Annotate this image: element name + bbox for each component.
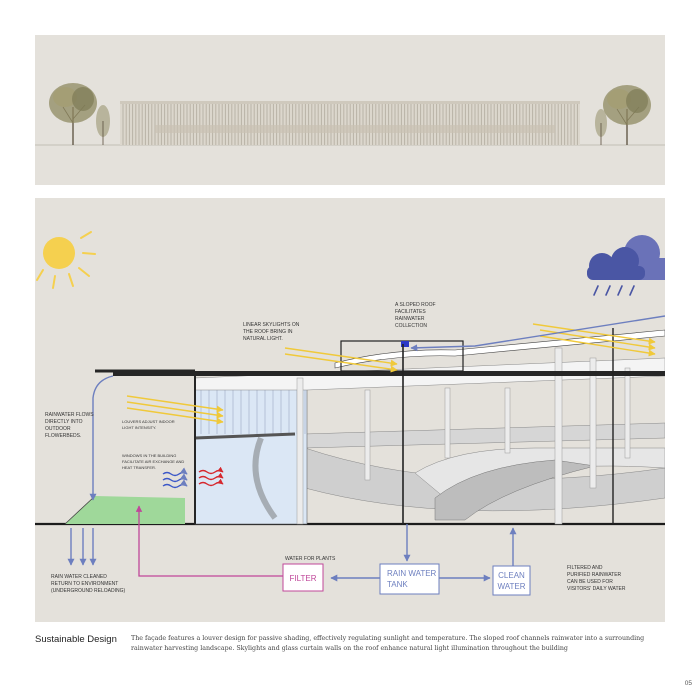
svg-text:FILTER: FILTER <box>290 574 317 583</box>
section-diagram: LINEAR SKYLIGHTS ON THE ROOF BRING IN NA… <box>35 231 665 596</box>
svg-text:CAN BE USED FOR: CAN BE USED FOR <box>567 579 613 585</box>
label-filtered: FILTERED AND PURIFIED RAINWATER CAN BE U… <box>567 565 626 592</box>
svg-text:TANK: TANK <box>387 580 408 589</box>
svg-text:THE ROOF BRING IN: THE ROOF BRING IN <box>243 329 293 335</box>
svg-text:A SLOPED ROOF: A SLOPED ROOF <box>395 302 436 308</box>
tree-left <box>49 83 110 145</box>
interior-columns <box>296 347 631 525</box>
clean-water-box: CLEAN WATER <box>492 565 531 596</box>
svg-text:RAIN WATER: RAIN WATER <box>387 569 437 578</box>
svg-text:WATER: WATER <box>498 582 526 591</box>
svg-text:CLEAN: CLEAN <box>498 571 525 580</box>
svg-text:LIGHT INTENSITY.: LIGHT INTENSITY. <box>122 425 156 430</box>
svg-text:DIRECTLY INTO: DIRECTLY INTO <box>45 419 83 425</box>
heat-arrows <box>198 466 224 487</box>
label-sloped-roof: A SLOPED ROOF FACILITATES RAINWATER COLL… <box>395 302 436 329</box>
svg-text:RAINWATER FLOWS: RAINWATER FLOWS <box>45 412 94 418</box>
filter-box: FILTER <box>282 563 324 592</box>
label-windows: WINDOWS IN THE BUILDING FACILITATE AIR E… <box>122 453 184 470</box>
svg-text:HEAT TRANSFER.: HEAT TRANSFER. <box>122 465 156 470</box>
section-panel: LINEAR SKYLIGHTS ON THE ROOF BRING IN NA… <box>35 198 665 622</box>
outdoor-flowerbed <box>65 496 185 524</box>
elevation-panel <box>35 35 665 185</box>
airflow-arrows <box>162 467 188 489</box>
label-skylights: LINEAR SKYLIGHTS ON THE ROOF BRING IN NA… <box>243 322 300 342</box>
page-number: 05 <box>684 680 692 687</box>
facade-louvers <box>122 101 578 145</box>
svg-text:FACILITATE AIR EXCHANGE AND: FACILITATE AIR EXCHANGE AND <box>122 459 184 464</box>
svg-text:FILTERED AND: FILTERED AND <box>567 565 603 571</box>
svg-text:LINEAR SKYLIGHTS ON: LINEAR SKYLIGHTS ON <box>243 322 300 328</box>
rain-cloud-icon <box>587 235 665 296</box>
svg-text:RETURN TO ENVIRONMENT: RETURN TO ENVIRONMENT <box>51 581 118 587</box>
rain-water-tank-box: RAIN WATER TANK <box>379 563 440 595</box>
svg-text:NATURAL LIGHT.: NATURAL LIGHT. <box>243 336 283 342</box>
caption-title: Sustainable Design <box>35 634 117 645</box>
svg-text:PURIFIED RAINWATER: PURIFIED RAINWATER <box>567 572 622 578</box>
svg-text:RAIN WATER CLEANED: RAIN WATER CLEANED <box>51 574 107 580</box>
water-for-plants-arrow <box>135 505 283 577</box>
sun-icon <box>36 231 96 289</box>
svg-text:OUTDOOR: OUTDOOR <box>45 426 71 432</box>
label-rain-cleaned: RAIN WATER CLEANED RETURN TO ENVIRONMENT… <box>51 574 126 594</box>
svg-text:LOUVERS ADJUST INDOOR: LOUVERS ADJUST INDOOR <box>122 419 175 424</box>
glass-curtain-wall <box>194 377 308 525</box>
sloped-roof <box>334 329 665 369</box>
svg-text:FACILITATES: FACILITATES <box>395 309 426 315</box>
caption-body: The façade features a louver design for … <box>131 635 645 652</box>
label-rainwater-flows: RAINWATER FLOWS DIRECTLY INTO OUTDOOR FL… <box>45 412 94 439</box>
label-water-for-plants: WATER FOR PLANTS <box>285 556 336 562</box>
elevation-drawing <box>35 83 665 146</box>
tree-right <box>595 85 651 145</box>
svg-text:COLLECTION: COLLECTION <box>395 323 427 329</box>
svg-text:(UNDERGROUND RELOADING): (UNDERGROUND RELOADING) <box>51 588 126 594</box>
label-louvers: LOUVERS ADJUST INDOOR LIGHT INTENSITY. <box>122 419 175 430</box>
roof-slab <box>113 371 665 376</box>
svg-text:RAINWATER: RAINWATER <box>395 316 425 322</box>
svg-text:FLOWERBEDS.: FLOWERBEDS. <box>45 433 81 439</box>
rainwater-flow-arrows <box>67 315 665 582</box>
svg-text:WINDOWS IN THE BUILDING: WINDOWS IN THE BUILDING <box>122 453 176 458</box>
svg-text:VISITORS' DAILY WATER: VISITORS' DAILY WATER <box>567 586 626 592</box>
